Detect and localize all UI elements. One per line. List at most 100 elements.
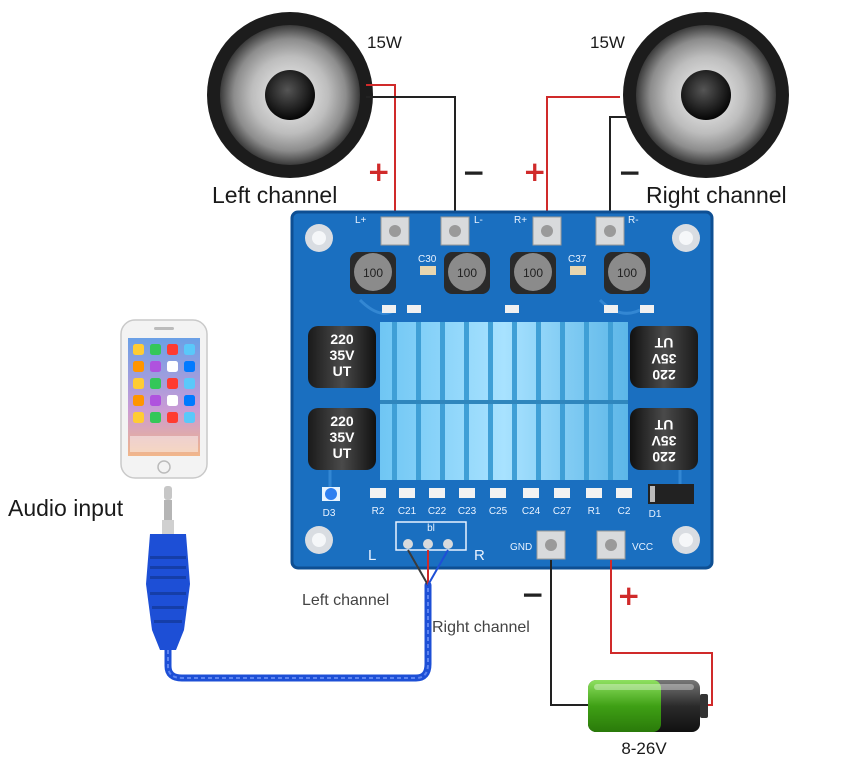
app-icon — [133, 361, 144, 372]
app-icon — [150, 344, 161, 355]
cap-top-right-line2: 35V — [651, 351, 677, 367]
app-icon — [184, 378, 195, 389]
terminal-l-minus — [440, 216, 470, 246]
left-channel-wire-label: Left channel — [302, 592, 389, 609]
smd-part-c23 — [459, 488, 475, 498]
right-speaker-label: Right channel — [646, 182, 787, 208]
right-minus-wire — [609, 116, 630, 232]
cap-bottom-left-line1: 220 — [330, 413, 354, 429]
app-icon — [133, 412, 144, 423]
gnd-wire — [550, 560, 588, 706]
audio-jack-plug — [146, 486, 190, 650]
inductor-3: 100 — [510, 252, 556, 294]
app-icon — [184, 395, 195, 406]
app-icon-grid — [130, 344, 198, 452]
battery — [588, 680, 708, 732]
app-icon — [167, 361, 178, 372]
audio-input-title: Audio input — [8, 495, 124, 521]
silk-l-minus: L- — [474, 215, 483, 226]
smd-row-top — [382, 305, 654, 313]
left-speaker — [207, 12, 373, 178]
left-minus-wire — [366, 96, 456, 232]
smd-part-c21 — [399, 488, 415, 498]
cap-top-left-line1: 220 — [330, 331, 354, 347]
silk-l-plus: L+ — [355, 215, 367, 226]
silk-c30: C30 — [418, 254, 437, 265]
supply-voltage: 8-26V — [621, 739, 667, 758]
right-plus-wire — [546, 96, 620, 232]
app-icon — [150, 395, 161, 406]
smd-part-c27 — [554, 488, 570, 498]
smd-cap-c37 — [570, 266, 586, 275]
inductor-1: 100 — [350, 252, 396, 294]
left-plus-wire — [366, 84, 396, 232]
app-icon — [150, 412, 161, 423]
cap-bottom-right-line2: 35V — [651, 433, 677, 449]
silk-c21: C21 — [398, 506, 417, 517]
app-icon — [133, 395, 144, 406]
silk-c22: C22 — [428, 506, 447, 517]
app-icon — [167, 344, 178, 355]
cap-bottom-right: 220 35V UT — [630, 408, 698, 470]
app-icon — [184, 361, 195, 372]
smd-part-r1 — [586, 488, 602, 498]
silk-gnd: GND — [510, 542, 532, 553]
cap-top-right-line3: UT — [654, 335, 673, 351]
cap-bottom-right-line1: 220 — [652, 449, 676, 465]
silk-r2: R2 — [372, 506, 385, 517]
app-icon — [133, 378, 144, 389]
left-plus-sign: + — [367, 155, 390, 188]
heatsink — [380, 322, 628, 480]
silk-c25: C25 — [489, 506, 508, 517]
silk-r1: R1 — [588, 506, 601, 517]
cap-bottom-left-line2: 35V — [330, 429, 356, 445]
left-speaker-label: Left channel — [212, 182, 337, 208]
inductor-3-code: 100 — [523, 266, 543, 280]
silk-c27: C27 — [553, 506, 572, 517]
app-icon — [167, 412, 178, 423]
bottom-component-row: R2 C21 C22 C23 C25 C24 C27 R1 C2 — [370, 488, 632, 517]
top-terminals — [380, 216, 625, 246]
audio-input-header — [395, 521, 467, 551]
app-icon — [184, 344, 195, 355]
silk-d3: D3 — [323, 508, 336, 519]
led-d3 — [322, 487, 340, 501]
inductor-1-code: 100 — [363, 266, 383, 280]
inductor-4-code: 100 — [617, 266, 637, 280]
vcc-wire — [610, 560, 713, 706]
right-minus-sign: − — [618, 156, 641, 189]
app-icon — [150, 378, 161, 389]
terminal-r-minus — [595, 216, 625, 246]
battery-charge-level — [588, 680, 661, 732]
smd-part-c22 — [429, 488, 445, 498]
left-minus-sign: − — [462, 156, 485, 189]
cap-bottom-right-line3: UT — [654, 417, 673, 433]
right-speaker-power: 15W — [590, 33, 625, 52]
silk-c37: C37 — [568, 254, 587, 265]
mounting-holes — [305, 224, 700, 554]
app-icon — [150, 361, 161, 372]
inductors: 100 100 100 100 — [350, 252, 650, 294]
smd-part-c2 — [616, 488, 632, 498]
diode-d1 — [648, 484, 694, 504]
supply-minus-sign: − — [521, 578, 544, 611]
silk-c24: C24 — [522, 506, 541, 517]
power-wires — [550, 560, 713, 706]
smd-part-r2 — [370, 488, 386, 498]
supply-plus-sign: + — [617, 579, 640, 612]
silk-input-mark: bl — [427, 523, 435, 534]
silk-r-plus: R+ — [514, 215, 527, 226]
inductor-2: 100 — [444, 252, 490, 294]
right-channel-wire-label: Right channel — [432, 619, 530, 636]
silk-c2: C2 — [618, 506, 631, 517]
right-plus-sign: + — [523, 155, 546, 188]
cap-top-left-line2: 35V — [330, 347, 356, 363]
audio-cable — [164, 549, 449, 682]
smd-part-c24 — [523, 488, 539, 498]
terminal-l-plus — [380, 216, 410, 246]
phone — [120, 319, 208, 479]
smd-part-c25 — [490, 488, 506, 498]
electrolytic-capacitors: 220 35V UT 220 35V UT 220 35V UT 220 35V… — [308, 326, 698, 470]
smd-cap-c30 — [420, 266, 436, 275]
silk-c23: C23 — [458, 506, 477, 517]
